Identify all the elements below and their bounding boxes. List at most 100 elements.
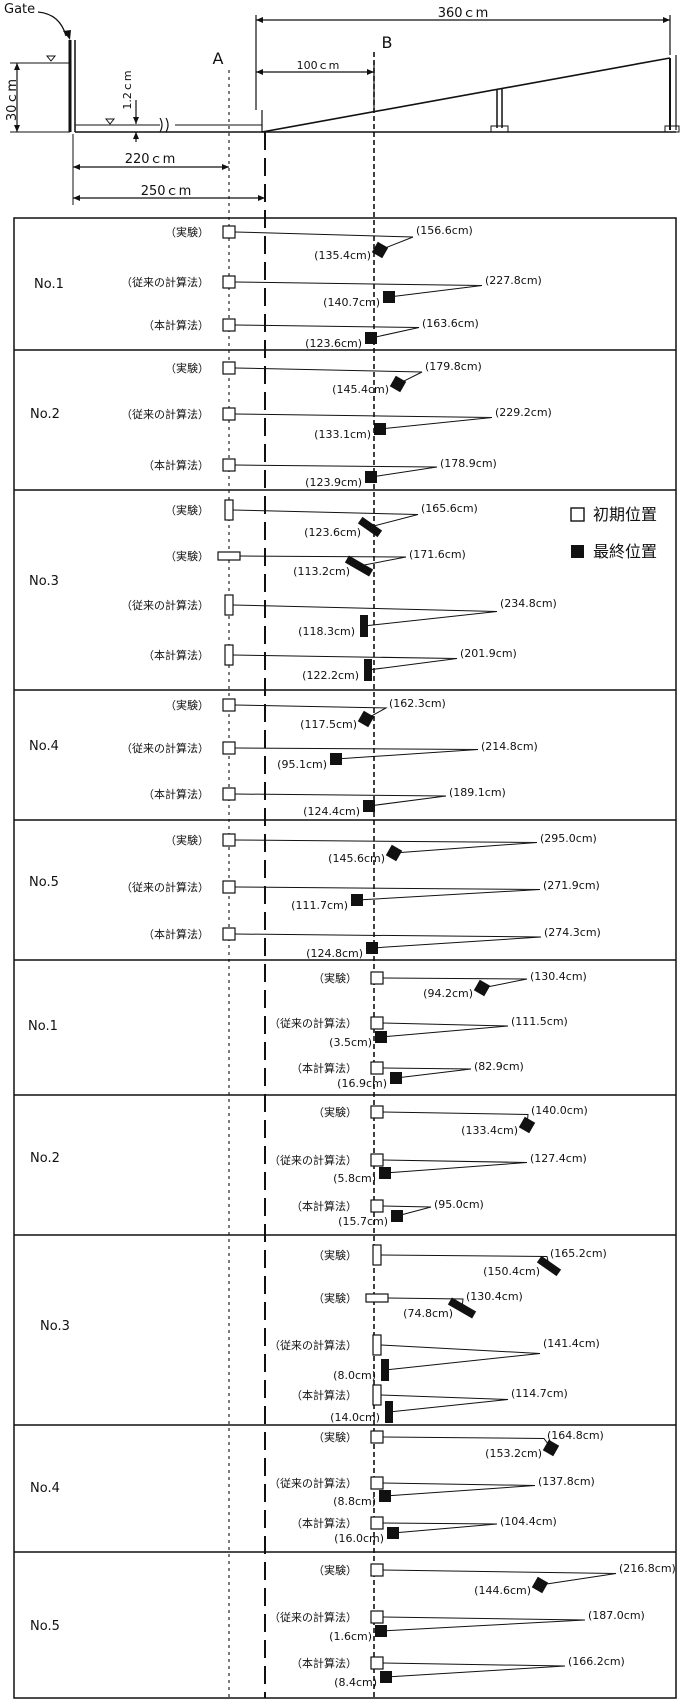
depth-dim-arrow-down [14, 125, 20, 132]
point-a-label: A [213, 49, 224, 68]
final-position-marker [365, 332, 377, 344]
final-position-marker [381, 1359, 389, 1381]
max-travel-label: (271.9cm) [543, 879, 600, 892]
method-label: （従来の計算法） [121, 407, 209, 421]
section-label: No.3 [40, 1319, 70, 1334]
trajectory-line [382, 1067, 472, 1079]
result-row: （従来の計算法） (141.4cm) (8.0cm) [269, 1334, 600, 1382]
trajectory-line [234, 886, 541, 901]
method-label: （従来の計算法） [269, 1338, 357, 1352]
method-label: （従来の計算法） [269, 1016, 357, 1030]
max-travel-label: (156.6cm) [416, 224, 473, 237]
dim-220-arrow-left [73, 164, 80, 170]
result-row: （従来の計算法）(234.8cm)(118.3cm) [121, 594, 557, 638]
initial-position-marker [370, 1061, 384, 1075]
max-travel-label: (165.2cm) [550, 1247, 607, 1260]
initial-position-marker [372, 1334, 382, 1356]
trajectory-line [234, 413, 493, 430]
method-label: （実験） [165, 833, 209, 847]
initial-position-marker [372, 1384, 382, 1406]
dim-360-label: 360ｃm [438, 6, 488, 21]
result-row: （実験）(171.6cm)(113.2cm) [165, 548, 466, 578]
final-position-marker [375, 1625, 387, 1637]
final-position-marker [390, 1072, 402, 1084]
result-row: （本計算法）(166.2cm)(8.4cm) [291, 1655, 625, 1689]
final-position-marker [365, 471, 377, 483]
section: No.4（実験）(164.8cm)(153.2cm)（従来の計算法）(137.8… [30, 1429, 604, 1545]
section-label: No.4 [29, 739, 59, 754]
legend-final-swatch [571, 545, 584, 558]
final-position-marker [357, 516, 383, 538]
section-label: No.4 [30, 1481, 60, 1496]
final-position-label: (8.8cm) [333, 1495, 376, 1508]
method-label: （本計算法） [143, 787, 209, 801]
final-position-label: (124.4cm) [303, 805, 360, 818]
result-row: （実験）(156.6cm)(135.4cm) [165, 224, 473, 262]
method-label: （実験） [313, 1248, 357, 1262]
result-row: （本計算法）(114.7cm)(14.0cm) [291, 1384, 568, 1424]
initial-position-marker [370, 1610, 384, 1624]
initial-position-marker [217, 551, 241, 561]
final-position-marker [363, 800, 375, 812]
trajectory-line [380, 1344, 541, 1371]
result-row: （実験）(164.8cm)(153.2cm) [313, 1429, 604, 1460]
final-position-marker [387, 1527, 399, 1539]
initial-position-marker [370, 1656, 384, 1670]
method-label: （従来の計算法） [121, 598, 209, 612]
max-travel-label: (187.0cm) [588, 1609, 645, 1622]
result-row: （本計算法）(82.9cm)(16.9cm) [291, 1060, 524, 1090]
result-row: （実験）(130.4cm)(74.8cm) [313, 1290, 523, 1320]
final-position-label: (1.6cm) [329, 1630, 372, 1643]
final-position-label: (133.4cm) [461, 1124, 518, 1137]
method-label: （従来の計算法） [269, 1476, 357, 1490]
gap-label: 1.2ｃm [121, 70, 134, 109]
max-travel-label: (178.9cm) [440, 457, 497, 470]
section: No.1（実験）(130.4cm)(94.2cm)（従来の計算法）(111.5c… [28, 970, 587, 1090]
section-label: No.2 [30, 1151, 60, 1166]
result-row: （従来の計算法）(187.0cm)(1.6cm) [269, 1609, 645, 1643]
trajectory-line [234, 747, 479, 760]
final-position-label: (123.6cm) [305, 337, 362, 350]
method-label: （実験） [165, 361, 209, 375]
final-position-label: (5.8cm) [333, 1172, 376, 1185]
final-position-marker [380, 1671, 392, 1683]
max-travel-label: (214.8cm) [481, 740, 538, 753]
initial-position-marker [370, 1016, 384, 1030]
initial-position-marker [222, 698, 236, 712]
section-label: No.1 [28, 1019, 58, 1034]
initial-position-marker [222, 458, 236, 472]
beach-slope [261, 57, 671, 133]
result-row: （本計算法）(95.0cm)(15.7cm) [291, 1198, 484, 1228]
result-row: （実験）(295.0cm)(145.6cm) [165, 832, 597, 865]
depth-dim-arrow-up [14, 63, 20, 70]
method-label: （実験） [165, 698, 209, 712]
initial-position-marker [370, 971, 384, 985]
result-rows: No.1（実験）(156.6cm)(135.4cm)（従来の計算法）(227.8… [28, 224, 676, 1689]
initial-position-marker [222, 407, 236, 421]
max-travel-label: (95.0cm) [434, 1198, 484, 1211]
initial-position-marker [222, 275, 236, 289]
trajectory-line [234, 464, 438, 478]
trajectory-line [232, 509, 419, 528]
final-position-marker [379, 1167, 391, 1179]
final-position-label: (135.4cm) [314, 249, 371, 262]
max-travel-label: (216.8cm) [619, 1562, 676, 1575]
initial-position-marker [222, 318, 236, 332]
dim-100-label: 100ｃm [297, 59, 340, 72]
max-travel-label: (166.2cm) [568, 1655, 625, 1668]
section-label: No.1 [34, 277, 64, 292]
result-row: （本計算法）(189.1cm)(124.4cm) [143, 786, 506, 818]
max-travel-label: (141.4cm) [543, 1337, 600, 1350]
final-position-label: (74.8cm) [403, 1307, 453, 1320]
trajectory-line [234, 839, 538, 854]
final-position-label: (8.0cm) [333, 1369, 376, 1382]
trajectory-line [382, 1159, 528, 1174]
max-travel-label: (274.3cm) [544, 926, 601, 939]
method-label: （本計算法） [143, 318, 209, 332]
final-position-label: (145.6cm) [328, 852, 385, 865]
trajectory-line [232, 604, 498, 627]
initial-position-marker [370, 1430, 384, 1444]
initial-position-marker [370, 1199, 384, 1213]
section: No.2（実験）(179.8cm)(145.4cm)（従来の計算法）(229.2… [30, 360, 552, 489]
